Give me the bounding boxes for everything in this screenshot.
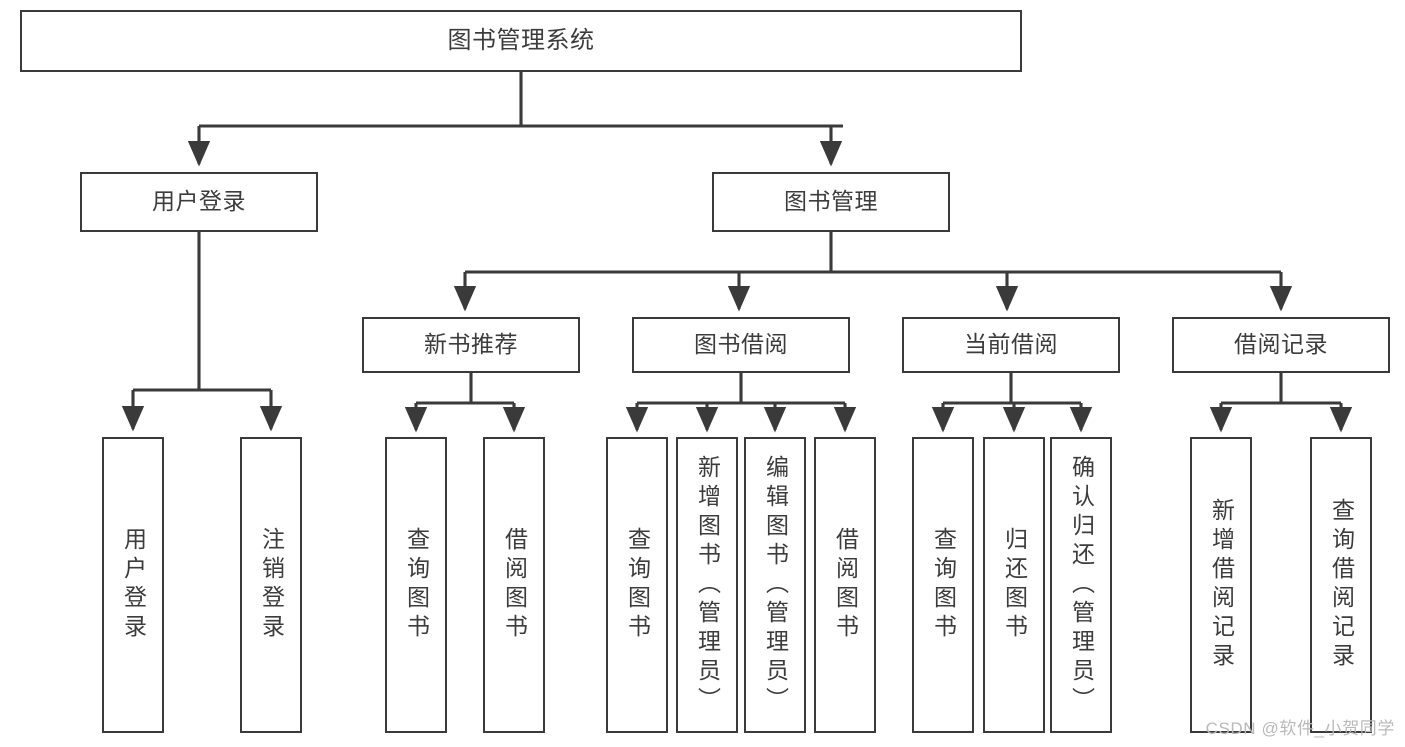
node-leaf-query-borrow-record[interactable]: 查询借阅记录 <box>1310 437 1372 733</box>
node-current-borrow[interactable]: 当前借阅 <box>902 317 1120 373</box>
node-leaf-user-login[interactable]: 用户登录 <box>102 437 164 733</box>
node-label: 用户登录 <box>152 188 246 215</box>
edge-group-current-borrow <box>931 373 1093 433</box>
node-leaf-add-borrow-record[interactable]: 新增借阅记录 <box>1190 437 1252 733</box>
node-label: 图书管理系统 <box>447 26 595 54</box>
node-label: 确认归还（管理员） <box>1068 454 1095 716</box>
node-leaf-query-book-current[interactable]: 查询图书 <box>912 437 974 733</box>
node-book-management[interactable]: 图书管理 <box>712 172 950 232</box>
node-leaf-borrow-book-borrow[interactable]: 借阅图书 <box>814 437 876 733</box>
edge-group-book-borrow <box>625 373 857 433</box>
edge-group-root <box>187 72 843 167</box>
node-leaf-edit-book-admin[interactable]: 编辑图书（管理员） <box>744 437 806 733</box>
node-leaf-add-book-admin[interactable]: 新增图书（管理员） <box>676 437 738 733</box>
node-new-book-recommend[interactable]: 新书推荐 <box>362 317 580 373</box>
edge-group-user-login <box>121 232 283 432</box>
node-leaf-query-book-borrow[interactable]: 查询图书 <box>606 437 668 733</box>
node-leaf-borrow-book-recommend[interactable]: 借阅图书 <box>483 437 545 733</box>
node-label: 借阅记录 <box>1234 331 1328 358</box>
node-leaf-query-book-recommend[interactable]: 查询图书 <box>385 437 447 733</box>
node-label: 编辑图书（管理员） <box>762 454 789 716</box>
node-label: 新增图书（管理员） <box>694 454 721 716</box>
csdn-watermark: CSDN @软件_小贺同学 <box>1205 719 1395 738</box>
node-label: 用户登录 <box>120 527 147 643</box>
node-label: 新书推荐 <box>424 331 518 358</box>
node-label: 查询借阅记录 <box>1328 498 1355 672</box>
node-user-login[interactable]: 用户登录 <box>80 172 318 232</box>
node-leaf-return-book[interactable]: 归还图书 <box>983 437 1045 733</box>
node-label: 归还图书 <box>1001 527 1028 643</box>
edge-group-borrow-record <box>1209 373 1353 433</box>
node-label: 新增借阅记录 <box>1208 498 1235 672</box>
node-label: 注销登录 <box>258 527 285 643</box>
node-leaf-logout-login[interactable]: 注销登录 <box>240 437 302 733</box>
node-label: 查询图书 <box>624 527 651 643</box>
node-label: 借阅图书 <box>832 527 859 643</box>
node-label: 当前借阅 <box>964 331 1058 358</box>
node-leaf-confirm-return-admin[interactable]: 确认归还（管理员） <box>1050 437 1112 733</box>
node-root-system[interactable]: 图书管理系统 <box>20 10 1022 72</box>
node-label: 图书借阅 <box>694 331 788 358</box>
node-label: 借阅图书 <box>501 527 528 643</box>
node-borrow-record[interactable]: 借阅记录 <box>1172 317 1390 373</box>
node-label: 查询图书 <box>403 527 430 643</box>
node-label: 查询图书 <box>930 527 957 643</box>
edge-group-book-management <box>453 232 1293 312</box>
node-book-borrow[interactable]: 图书借阅 <box>632 317 850 373</box>
edge-group-new-book-recommend <box>404 373 526 433</box>
node-label: 图书管理 <box>784 188 878 215</box>
